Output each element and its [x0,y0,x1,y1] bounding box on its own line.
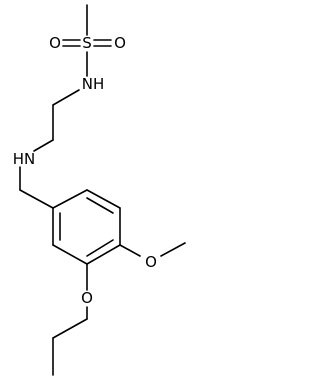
amine-nitrogen-label: HN [13,150,36,168]
sulfonyl-oxygen-left-label: O [49,34,61,52]
ring-bond-5 [52,244,88,265]
bond-ch2-amine [33,139,54,152]
ring-bond-1 [52,189,88,209]
bond-methoxy-oxygen-methyl [160,242,186,257]
bond-benzylic-ring [19,189,54,209]
bond-ethoxy-ch2 [52,318,88,339]
bond-nitrogen-ch2-a [52,89,80,106]
ethoxy-oxygen-label: O [81,289,93,307]
ring-bond-4 [86,244,121,265]
sulfonamide-nitrogen-label: NH [82,75,105,93]
ring-double-bond-2 [86,239,114,257]
sulfonyl-oxygen-right-label: O [114,34,126,52]
sulfur-label: S [82,34,92,52]
molecule-drawing: S O O NH HN O O [13,4,186,376]
chemical-structure-canvas: S O O NH HN O O [12,4,186,376]
methoxy-oxygen-label: O [145,253,157,271]
ring-bond-2 [86,189,121,209]
ring-double-bond-1 [86,197,114,214]
bond-ring-methoxy-oxygen [119,244,141,257]
